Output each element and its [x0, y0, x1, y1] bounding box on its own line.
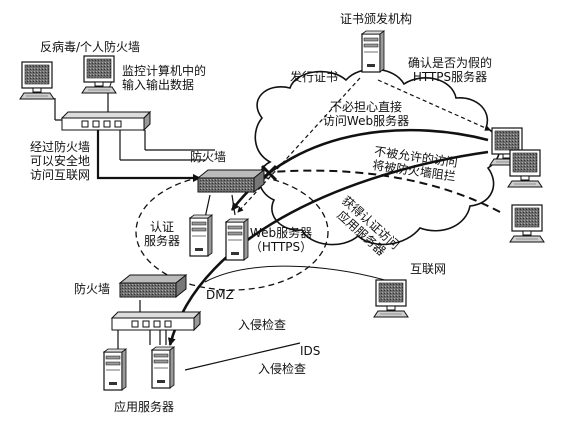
internal-cables: [54, 92, 301, 371]
ca-server-icon: [361, 30, 385, 73]
internet-user-curve: [204, 265, 393, 283]
label-issue-cert: 发行证书: [290, 70, 339, 84]
label-intrusion-check-2: 入侵检查: [258, 362, 307, 376]
blocked-access-curve: [271, 169, 501, 213]
web-server-icon: [225, 218, 249, 261]
auth-access-curve: [167, 150, 489, 346]
label-dmz: DMZ: [206, 288, 234, 302]
label-auth-server: 认证 服务器: [143, 220, 180, 248]
safe-access-arrow: [96, 120, 201, 182]
app-server-icon: [151, 346, 175, 389]
app-server-icon: [103, 348, 127, 391]
computer-icon: [373, 279, 409, 318]
label-ca: 证书颁发机构: [340, 12, 413, 26]
hub-icon: [111, 311, 201, 331]
label-no-worry: 不必担心直接 访问Web服务器: [322, 100, 410, 128]
dmz-zone: [135, 173, 329, 291]
label-through-firewall: 经过防火墙 可以安全地 访问互联网: [30, 140, 91, 182]
auth-server-icon: [189, 214, 213, 257]
label-confirm-fake: 确认是否为假的 HTTPS服务器: [407, 56, 492, 84]
label-antivirus: 反病毒/个人防火墙: [40, 40, 141, 54]
computer-icon: [507, 149, 543, 188]
firewall-icon: [197, 169, 265, 193]
hub-icon: [61, 111, 151, 131]
firewall-icon: [119, 274, 187, 298]
label-internet: 互联网: [410, 262, 447, 276]
label-firewall-bottom: 防火墙: [74, 282, 111, 296]
label-web-server: Web服务器 （HTTPS）: [249, 226, 313, 254]
label-intrusion-check-1: 入侵检查: [238, 318, 287, 332]
issue-cert-line: [237, 77, 361, 213]
computer-icon: [19, 61, 55, 100]
internet-cloud: [254, 68, 501, 246]
label-firewall-top: 防火墙: [190, 150, 227, 164]
computer-icon: [509, 204, 545, 243]
label-monitor: 监控计算机中的 输入输出数据: [122, 64, 207, 92]
computer-icon: [81, 55, 117, 94]
label-ids: IDS: [300, 344, 321, 358]
label-app-server: 应用服务器: [114, 400, 175, 414]
